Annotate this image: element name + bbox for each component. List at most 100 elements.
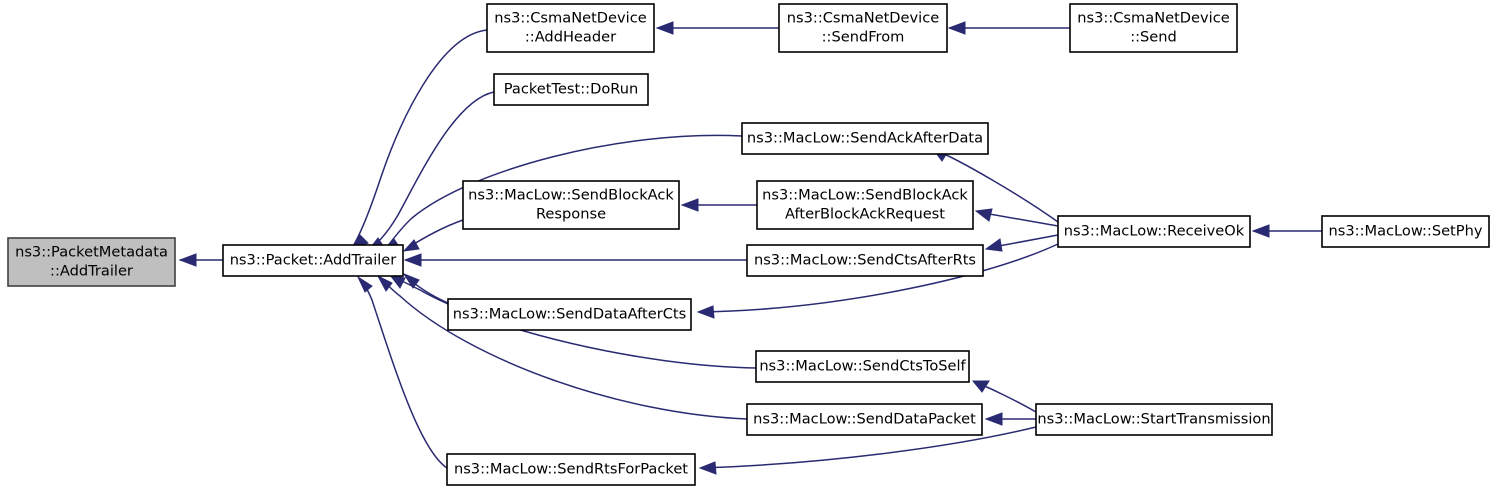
node-receiveok[interactable]: ns3::MacLow::ReceiveOk	[1057, 215, 1251, 248]
node-label-line: ::AddHeader	[525, 29, 616, 46]
node-box[interactable]	[462, 180, 680, 230]
node-box[interactable]	[447, 298, 692, 331]
edge-line	[359, 278, 448, 469]
node-label-line: PacketTest::DoRun	[504, 81, 638, 98]
node-label-line: ns3::Packet::AddTrailer	[230, 252, 397, 269]
arrowhead-icon	[356, 275, 373, 293]
node-label-line: ::AddTrailer	[50, 263, 133, 280]
arrowhead-icon	[655, 21, 674, 35]
node-senddatapacket[interactable]: ns3::MacLow::SendDataPacket	[746, 403, 983, 436]
node-label-line: ns3::MacLow::SendBlockAck	[468, 187, 674, 204]
node-box[interactable]	[7, 237, 176, 287]
arrowhead-icon	[178, 253, 197, 267]
node-label-line: AfterBlockAckRequest	[785, 206, 945, 223]
node-label-line: ::SendFrom	[822, 29, 905, 46]
node-box[interactable]	[1035, 403, 1273, 436]
node-label-line: Response	[536, 206, 606, 223]
edge-sendctsafterrts-to-packet_addtrailer	[403, 253, 747, 267]
node-label-line: ns3::MacLow::SendCtsAfterRts	[754, 252, 976, 269]
edge-receiveok-to-sendctsafterrts	[984, 234, 1059, 252]
edge-sendblockackresponse-to-packet_addtrailer	[402, 219, 464, 252]
node-setphy[interactable]: ns3::MacLow::SetPhy	[1321, 215, 1490, 248]
node-label-line: ns3::MacLow::SendAckAfterData	[747, 130, 983, 147]
node-sendctsafterrts[interactable]: ns3::MacLow::SendCtsAfterRts	[746, 244, 984, 277]
node-box[interactable]	[1057, 215, 1251, 248]
node-senddataaftercts[interactable]: ns3::MacLow::SendDataAfterCts	[447, 298, 692, 331]
node-label-line: ns3::CsmaNetDevice	[1077, 10, 1229, 27]
node-packettest_dorun[interactable]: PacketTest::DoRun	[493, 73, 649, 106]
edge-csma_sendfrom-to-csma_addheader	[655, 21, 779, 35]
edge-receiveok-to-sendblockackafterreq	[974, 208, 1059, 227]
node-csma_sendfrom[interactable]: ns3::CsmaNetDevice::SendFrom	[778, 3, 948, 53]
arrowhead-icon	[403, 253, 422, 267]
arrowhead-icon	[698, 461, 717, 475]
node-label-line: ns3::PacketMetadata	[15, 244, 168, 261]
node-packetmetadata_addtrailer[interactable]: ns3::PacketMetadata::AddTrailer	[7, 237, 176, 287]
node-csma_send[interactable]: ns3::CsmaNetDevice::Send	[1069, 3, 1238, 53]
arrowhead-icon	[984, 412, 1003, 426]
node-label-line: ns3::MacLow::ReceiveOk	[1064, 223, 1245, 240]
node-csma_addheader[interactable]: ns3::CsmaNetDevice::AddHeader	[486, 3, 655, 53]
edge-line	[379, 277, 748, 420]
edge-senddatapacket-to-packet_addtrailer	[376, 274, 748, 420]
node-box[interactable]	[446, 453, 696, 486]
edge-setphy-to-receiveok	[1251, 224, 1322, 238]
node-label-line: ns3::CsmaNetDevice	[494, 10, 646, 27]
arrowhead-icon	[696, 305, 715, 319]
arrowhead-icon	[680, 198, 699, 212]
edge-line	[701, 426, 1037, 469]
node-box[interactable]	[746, 403, 983, 436]
edge-starttransmission-to-sendrtsforpacket	[698, 426, 1037, 475]
edge-sendblockackafterreq-to-sendblockackresponse	[680, 198, 757, 212]
node-box[interactable]	[493, 73, 649, 106]
node-box[interactable]	[1321, 215, 1490, 248]
edge-csma_send-to-csma_sendfrom	[947, 21, 1070, 35]
node-box[interactable]	[756, 180, 974, 230]
node-sendctstoself[interactable]: ns3::MacLow::SendCtsToSelf	[755, 350, 970, 383]
node-label-line: ns3::MacLow::StartTransmission	[1037, 411, 1270, 428]
arrowhead-icon	[984, 238, 1003, 252]
node-box[interactable]	[1069, 3, 1238, 53]
node-label-line: ns3::MacLow::SendDataAfterCts	[453, 306, 686, 323]
edge-senddataaftercts-to-packet_addtrailer	[402, 272, 449, 304]
edges-layer	[178, 21, 1322, 475]
node-starttransmission[interactable]: ns3::MacLow::StartTransmission	[1035, 403, 1273, 436]
arrowhead-icon	[376, 274, 393, 292]
node-label-line: ns3::MacLow::SendRtsForPacket	[454, 461, 688, 478]
edge-line	[977, 211, 1059, 227]
edge-sendrtsforpacket-to-packet_addtrailer	[356, 275, 448, 469]
arrowhead-icon	[947, 21, 966, 35]
edge-packet_addtrailer-to-packetmetadata_addtrailer	[178, 253, 223, 267]
node-label-line: ns3::MacLow::SendCtsToSelf	[759, 358, 966, 375]
arrowhead-icon	[971, 380, 990, 393]
edge-receiveok-to-senddataaftercts	[696, 243, 1059, 319]
node-packet_addtrailer[interactable]: ns3::Packet::AddTrailer	[222, 244, 404, 277]
edge-line	[369, 91, 495, 250]
node-label-line: ns3::MacLow::SendDataPacket	[753, 411, 976, 428]
edge-line	[699, 243, 1059, 313]
nodes-layer: ns3::PacketMetadata::AddTrailerns3::Pack…	[7, 3, 1490, 486]
node-box[interactable]	[486, 3, 655, 53]
node-label-line: ns3::MacLow::SetPhy	[1329, 223, 1483, 240]
node-box[interactable]	[741, 122, 989, 155]
node-sendblockackafterreq[interactable]: ns3::MacLow::SendBlockAckAfterBlockAckRe…	[756, 180, 974, 230]
node-sendackafterdata[interactable]: ns3::MacLow::SendAckAfterData	[741, 122, 989, 155]
arrowhead-icon	[402, 239, 420, 252]
node-sendrtsforpacket[interactable]: ns3::MacLow::SendRtsForPacket	[446, 453, 696, 486]
node-label-line: ::Send	[1130, 29, 1177, 46]
node-label-line: ns3::CsmaNetDevice	[787, 10, 939, 27]
node-box[interactable]	[755, 350, 970, 383]
node-label-line: ns3::MacLow::SendBlockAck	[762, 187, 968, 204]
arrowhead-icon	[1251, 224, 1270, 238]
arrowhead-icon	[388, 274, 406, 289]
node-box[interactable]	[222, 244, 404, 277]
node-box[interactable]	[746, 244, 984, 277]
node-box[interactable]	[778, 3, 948, 53]
edge-line	[351, 29, 488, 249]
arrowhead-icon	[974, 208, 993, 222]
edge-starttransmission-to-sendctstoself	[971, 380, 1037, 413]
arrowhead-icon	[402, 272, 420, 289]
